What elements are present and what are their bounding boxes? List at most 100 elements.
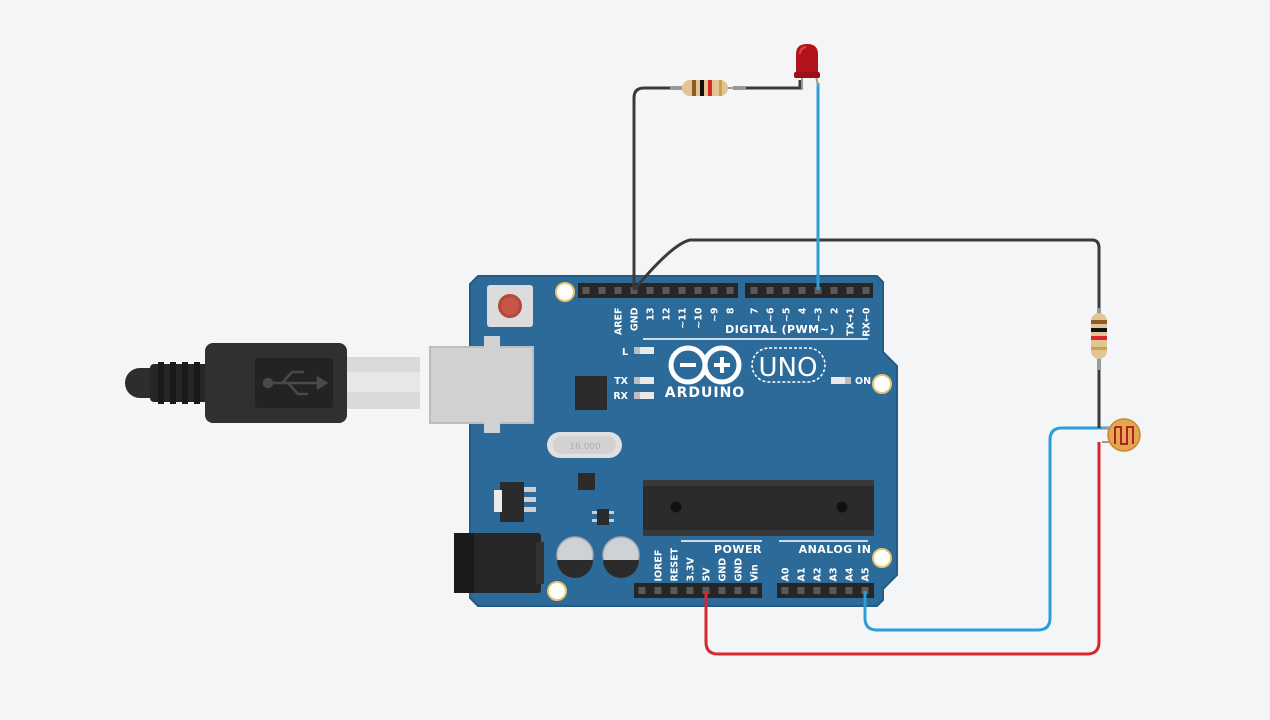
header-pin[interactable] xyxy=(638,587,646,594)
led-label-tx: TX xyxy=(614,376,628,387)
arduino-logo-icon xyxy=(668,345,742,385)
pin-label: A1 xyxy=(797,568,808,582)
header-pin[interactable] xyxy=(718,587,726,594)
led-label-on: ON xyxy=(855,376,871,387)
pin-label: RESET xyxy=(670,547,681,581)
pin-label: RX←0 xyxy=(862,307,873,337)
model-badge xyxy=(751,347,826,383)
pin-label: A2 xyxy=(813,568,824,582)
header-pin[interactable] xyxy=(813,587,821,594)
dc-power-jack xyxy=(454,533,544,593)
mounting-hole xyxy=(872,548,892,568)
header-pin[interactable] xyxy=(726,287,734,294)
resistor[interactable] xyxy=(670,80,746,96)
pin-label: 8 xyxy=(726,307,737,314)
header-pin[interactable] xyxy=(750,287,758,294)
header-pin[interactable] xyxy=(861,587,869,594)
header-pin[interactable] xyxy=(862,287,870,294)
wire-5v-to-photoresistor[interactable] xyxy=(704,442,1101,656)
header-pin[interactable] xyxy=(846,287,854,294)
pin-label: ~3 xyxy=(814,308,825,323)
reset-button[interactable] xyxy=(487,285,533,327)
small-chip xyxy=(578,473,595,490)
header-pin[interactable] xyxy=(670,587,678,594)
pin-label: 3.3V xyxy=(686,557,697,582)
header-pin[interactable] xyxy=(798,287,806,294)
header-pin[interactable] xyxy=(694,287,702,294)
pin-label: Vin xyxy=(750,564,761,581)
digital-header-label: DIGITAL (PWM~) xyxy=(725,323,835,336)
digital-header-right xyxy=(745,283,873,298)
red-led[interactable] xyxy=(794,44,820,90)
capacitor xyxy=(602,536,640,578)
header-pin[interactable] xyxy=(702,587,710,594)
atmega-microcontroller xyxy=(643,480,874,536)
pin-label: 4 xyxy=(798,307,809,314)
pin-label: ~5 xyxy=(782,308,793,323)
wire-a5-to-photoresistor[interactable] xyxy=(863,426,1110,632)
header-pin[interactable] xyxy=(845,587,853,594)
led-rx xyxy=(634,392,654,399)
usb-symbol-icon xyxy=(262,370,329,396)
header-pin[interactable] xyxy=(750,587,758,594)
wire-gnd-to-resistor[interactable] xyxy=(632,86,692,290)
header-pin[interactable] xyxy=(797,587,805,594)
power-header-label: POWER xyxy=(714,543,762,556)
analog-header-label: ANALOG IN xyxy=(799,543,872,556)
header-pin[interactable] xyxy=(582,287,590,294)
pin-label: A5 xyxy=(861,568,872,582)
voltage-regulator xyxy=(494,482,536,522)
usb-cable-ridges xyxy=(158,362,200,404)
header-pin[interactable] xyxy=(830,287,838,294)
header-pin[interactable] xyxy=(829,587,837,594)
header-pin[interactable] xyxy=(766,287,774,294)
header-pin[interactable] xyxy=(630,287,638,294)
photoresistor[interactable] xyxy=(1102,418,1141,452)
led-label-l: L xyxy=(622,347,628,358)
pin-label: 5V xyxy=(702,567,713,582)
header-pin[interactable] xyxy=(734,587,742,594)
header-pin[interactable] xyxy=(598,287,606,294)
header-pin[interactable] xyxy=(782,287,790,294)
usb-socket xyxy=(430,347,533,423)
pin-label: GND xyxy=(718,558,729,582)
power-header xyxy=(634,583,762,598)
arduino-uno-board[interactable]: 16.000 L TX RX ON ARDUINO UNO xyxy=(429,275,898,607)
header-pin[interactable] xyxy=(814,287,822,294)
usb-interface-chip xyxy=(575,376,607,410)
header-pin[interactable] xyxy=(614,287,622,294)
model-label: UNO xyxy=(759,353,818,383)
header-pin[interactable] xyxy=(654,587,662,594)
pin-label: 7 xyxy=(750,308,761,315)
pin-label: A0 xyxy=(781,567,792,581)
header-pin[interactable] xyxy=(646,287,654,294)
status-leds: L TX RX ON xyxy=(613,347,871,402)
pin-label: ~6 xyxy=(766,307,777,322)
crystal-label: 16.000 xyxy=(569,442,601,452)
small-transistor xyxy=(592,509,614,525)
crystal-oscillator: 16.000 xyxy=(547,432,622,458)
header-pin[interactable] xyxy=(686,587,694,594)
led-tx xyxy=(634,377,654,384)
wire-resistor-to-led[interactable] xyxy=(733,80,802,90)
pin-label: A4 xyxy=(845,567,856,581)
led-on xyxy=(831,377,851,384)
led-label-rx: RX xyxy=(613,391,628,402)
pin-label: ~10 xyxy=(694,307,705,329)
pin-label: 2 xyxy=(830,308,841,315)
resistor[interactable] xyxy=(1091,308,1107,370)
brand-label: ARDUINO xyxy=(665,385,745,401)
wire-gnd-to-sensor-resistor[interactable] xyxy=(632,238,1101,320)
pin-label: ~11 xyxy=(678,308,689,329)
pin-label: GND xyxy=(734,558,745,582)
header-pin[interactable] xyxy=(662,287,670,294)
usb-cable[interactable] xyxy=(125,343,420,423)
pin-label: A3 xyxy=(829,568,840,582)
header-pin[interactable] xyxy=(678,287,686,294)
analog-header xyxy=(777,583,874,598)
capacitor xyxy=(556,536,594,578)
header-pin[interactable] xyxy=(781,587,789,594)
pin-label: IOREF xyxy=(654,550,665,582)
header-pin[interactable] xyxy=(710,287,718,294)
